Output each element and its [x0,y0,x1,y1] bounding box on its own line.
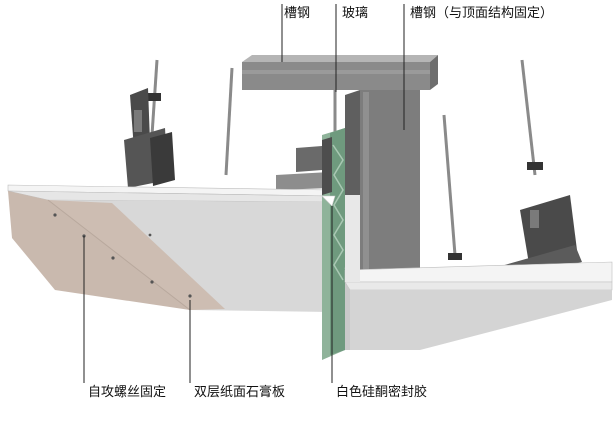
glass-panel [322,128,345,360]
label-channel-steel: 槽钢 [284,6,311,21]
left-hanger-bracket [124,88,175,188]
label-white-silicone-sealant: 白色硅酮密封胶 [336,385,428,400]
cross-channel [276,146,330,190]
top-channel-steel [242,55,438,90]
label-glass: 玻璃 [342,6,369,21]
leader-lines [83,4,405,383]
label-double-gypsum-board: 双层纸面石膏板 [194,385,286,400]
rod-nuts [145,93,543,260]
label-self-tapping-screw: 自攻螺丝固定 [88,385,167,400]
left-gypsum-board [7,184,331,312]
threaded-rods [150,59,537,256]
label-channel-steel-fixed: 槽钢（与顶面结构固定） [410,6,554,21]
right-gypsum-board [344,195,613,350]
